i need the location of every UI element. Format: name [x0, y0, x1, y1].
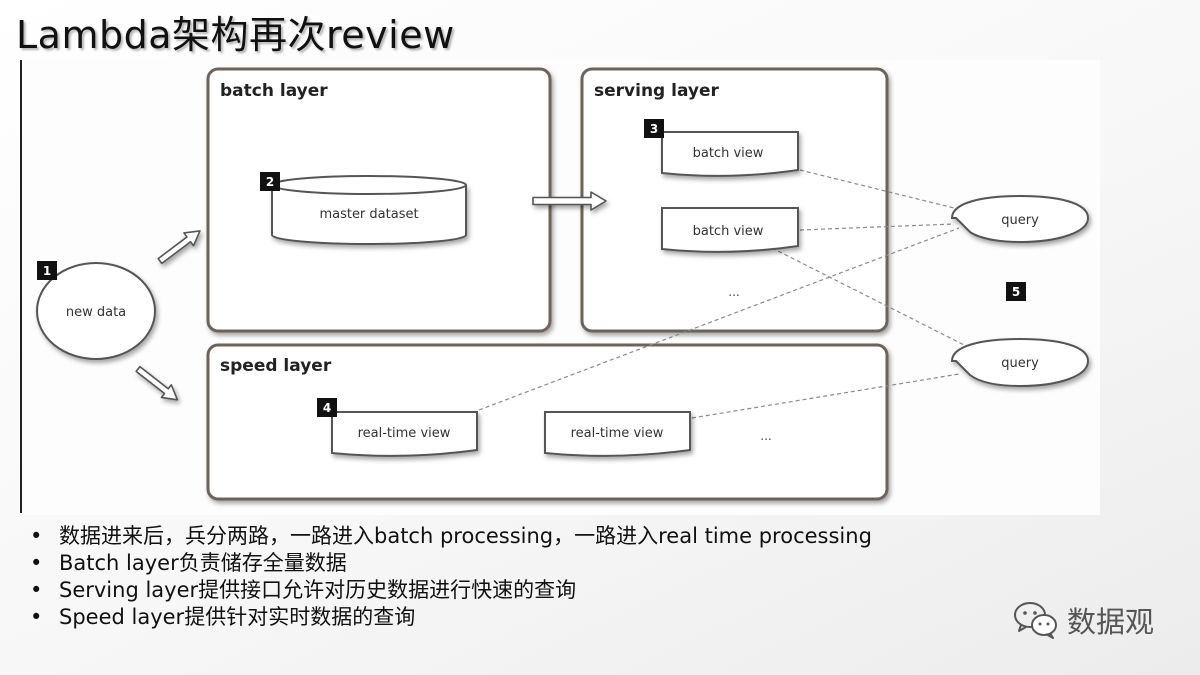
bullet-item: • Batch layer负责储存全量数据	[30, 550, 872, 577]
watermark: 数据观	[1013, 598, 1154, 642]
new-data-node: new data	[36, 262, 156, 360]
batch-view-1-label: batch view	[693, 146, 764, 161]
arrow-to-batch-layer	[157, 230, 201, 265]
query-2-label: query	[1001, 356, 1039, 371]
query-bubble-1: query	[950, 194, 1090, 244]
svg-text:1: 1	[43, 264, 51, 278]
realtime-view-1-label: real-time view	[358, 426, 451, 441]
realtime-view-2: real-time view	[544, 411, 691, 457]
slide-title: Lambda架构再次review	[16, 13, 455, 57]
master-dataset-cylinder: master dataset	[271, 175, 467, 245]
bullet-item: • Speed layer提供针对实时数据的查询	[30, 604, 872, 631]
realtime-view-2-label: real-time view	[571, 426, 664, 441]
badge-3: 3	[644, 119, 664, 138]
batch-view-2: batch view	[661, 207, 799, 253]
arrow-to-speed-layer	[135, 365, 179, 401]
bullet-text: Batch layer负责储存全量数据	[59, 551, 347, 575]
badge-4: 4	[317, 398, 337, 417]
watermark-text: 数据观	[1067, 605, 1155, 639]
wechat-icon	[1014, 602, 1057, 639]
svg-text:5: 5	[1012, 285, 1020, 299]
diagram-svg: batch layer serving layer speed layer ne…	[36, 67, 1090, 501]
batch-view-2-label: batch view	[693, 224, 764, 239]
bullet-text: 数据进来后，兵分两路，一路进入batch processing，一路进入real…	[59, 524, 872, 548]
query-1-label: query	[1001, 213, 1039, 228]
bullet-item: • 数据进来后，兵分两路，一路进入batch processing，一路进入rea…	[30, 523, 872, 550]
lambda-architecture-diagram: batch layer serving layer speed layer ne…	[24, 60, 1100, 515]
badge-2: 2	[260, 172, 280, 191]
new-data-label: new data	[66, 305, 126, 320]
bullet-marker: •	[30, 578, 43, 602]
batch-layer-title: batch layer	[220, 81, 328, 101]
bullet-text: Speed layer提供针对实时数据的查询	[59, 605, 416, 629]
bullet-list: • 数据进来后，兵分两路，一路进入batch processing，一路进入rea…	[30, 523, 872, 631]
batch-view-1: batch view	[661, 131, 799, 177]
bullet-text: Serving layer提供接口允许对历史数据进行快速的查询	[59, 578, 577, 602]
bullet-marker: •	[30, 524, 43, 548]
badge-5: 5	[1006, 282, 1026, 301]
svg-text:4: 4	[323, 401, 331, 415]
svg-text:3: 3	[650, 122, 658, 136]
master-dataset-label: master dataset	[319, 207, 418, 222]
bullet-marker: •	[30, 605, 43, 629]
bullet-item: • Serving layer提供接口允许对历史数据进行快速的查询	[30, 577, 872, 604]
speed-layer-title: speed layer	[220, 356, 332, 376]
arrow-batch-to-serving	[532, 191, 607, 211]
query-bubble-2: query	[950, 337, 1090, 388]
serving-layer-ellipsis: ...	[728, 285, 739, 299]
query-connections	[478, 169, 975, 419]
speed-layer-ellipsis: ...	[760, 429, 771, 443]
bullet-marker: •	[30, 551, 43, 575]
vertical-divider	[20, 60, 22, 513]
svg-text:2: 2	[266, 175, 274, 189]
serving-layer-title: serving layer	[594, 81, 720, 101]
realtime-view-1: real-time view	[331, 411, 478, 457]
badge-1: 1	[37, 261, 57, 280]
